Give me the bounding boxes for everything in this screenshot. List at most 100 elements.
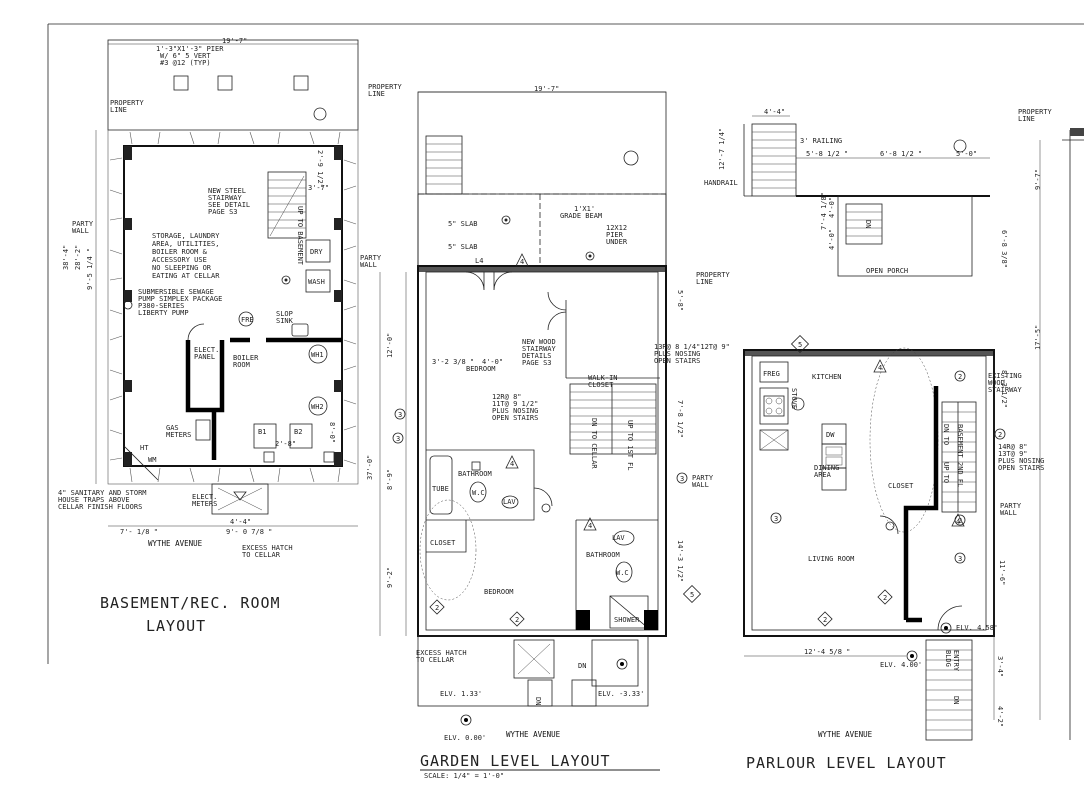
handrail-label: HANDRAIL — [704, 179, 738, 187]
wh1-label: WH1 — [311, 351, 324, 359]
basement-rear-yard — [107, 39, 359, 131]
open-porch-area — [837, 195, 973, 277]
pier — [217, 75, 233, 91]
stair-label-up: UP TO — [942, 462, 950, 483]
vent — [323, 451, 335, 463]
garden-dim: 9'-2" — [386, 567, 394, 588]
freg-label: FREG — [763, 370, 780, 378]
garden-title: GARDEN LEVEL LAYOUT — [420, 752, 611, 770]
washer — [305, 269, 331, 293]
dim-side2: 8'-0" — [328, 422, 336, 443]
pump-note-line: LIBERTY PUMP — [138, 309, 189, 317]
tag-4: 4 — [515, 253, 529, 267]
parlour-property-line-top: LINE — [1018, 115, 1035, 123]
pump-note-line: SUBMERSIBLE SEWAGE — [138, 288, 214, 296]
elect-panel-wall — [185, 340, 225, 413]
svg-text:2: 2 — [998, 431, 1002, 439]
tag-2: 2 — [877, 589, 893, 605]
elv-400: ELV. 4.00' — [880, 661, 922, 669]
tub-label: TUBE — [432, 485, 449, 493]
garden-stair-note: PAGE S3 — [522, 359, 552, 367]
hatch-note-line: TO CELLAR — [242, 551, 281, 559]
railing-label: 3' RAILING — [800, 137, 842, 145]
lav-label: LAV — [503, 498, 516, 506]
stair-note-line: SEE DETAIL — [208, 201, 250, 209]
stove-label: STOVE — [790, 388, 798, 409]
rear-wall — [418, 266, 666, 272]
wc-label: W.C — [472, 489, 485, 497]
vent — [263, 451, 275, 463]
tag-2: 2 — [817, 611, 833, 627]
boiler-room-label: ROOM — [233, 361, 250, 369]
walk-in-closet-label: WALK-IN — [588, 374, 618, 382]
sanitary-note-line: 4" SANITARY AND STORM — [58, 489, 147, 497]
sanitary-note-line: HOUSE TRAPS ABOVE — [58, 496, 130, 504]
pilaster — [334, 290, 342, 302]
dim-right-bottom: 9'- 0 7/8 " — [226, 528, 272, 536]
handrail-line — [743, 124, 752, 197]
toilet — [615, 561, 633, 583]
bath-door — [533, 487, 553, 507]
tag-3: 3 — [770, 512, 782, 524]
stair-label: UP TO BASEMENT — [296, 206, 304, 266]
parlour-closet-label: CLOSET — [888, 482, 914, 490]
garden-street: WYTHE AVENUE — [506, 730, 561, 739]
dn-cellar-label: DN TO CELLAR — [590, 418, 598, 469]
garden-party-wall: PARTY — [692, 474, 714, 482]
party-wall-left: PARTY — [72, 220, 94, 228]
garden-yard-stair — [425, 135, 463, 195]
parlour-property-line: LINE — [696, 278, 713, 286]
garden-yard — [417, 91, 667, 269]
svg-text:2: 2 — [883, 594, 887, 602]
svg-text:5: 5 — [690, 591, 694, 599]
property-line-label: PROPERTY — [110, 99, 145, 107]
storage-note-line: STORAGE, LAUNDRY — [152, 232, 220, 240]
dim-left-bottom: 7'- 1/8 " — [120, 528, 158, 536]
parlour-street: WYTHE AVENUE — [818, 730, 873, 739]
water-heater-2 — [308, 396, 328, 416]
parlour-dim-side: 3'-4" — [996, 656, 1004, 677]
parlour-rear-wall — [744, 350, 994, 356]
pilaster — [124, 380, 132, 392]
parlour-dim-top: 5'-8 1/2 " — [806, 150, 848, 158]
porch-stair — [845, 203, 883, 245]
svg-text:4: 4 — [510, 460, 514, 468]
section-marker — [953, 139, 967, 153]
svg-text:4: 4 — [956, 518, 960, 526]
pipe — [123, 445, 159, 481]
svg-text:4: 4 — [520, 258, 524, 266]
tag-2: 2 — [994, 428, 1006, 440]
garden-dim: 37'-0" — [366, 455, 374, 480]
toilet — [469, 481, 487, 503]
washer-label: WASH — [308, 278, 325, 286]
svg-text:4: 4 — [588, 522, 592, 530]
front-wall — [903, 552, 922, 623]
parlour-building — [743, 349, 995, 637]
basement-top-dim: 19'-7" — [222, 37, 247, 45]
closet-door — [879, 515, 899, 535]
svg-text:2: 2 — [515, 616, 519, 624]
closet-walls — [426, 520, 467, 553]
lavatory — [501, 495, 519, 509]
tag-4: 4 — [505, 455, 519, 469]
slop-sink-label: SLOP — [276, 310, 293, 318]
boiler-room-label: BOILER — [233, 354, 259, 362]
stoop-dn: DN — [952, 696, 960, 704]
pier — [173, 75, 189, 91]
stone-pattern — [109, 131, 357, 483]
pump-note-line: PUMP SIMPLEX PACKAGE — [138, 295, 222, 303]
parlour-dim-side: 12'-7 1/4" — [718, 128, 726, 170]
basement-street: WYTHE AVENUE — [148, 539, 203, 548]
garden-property-line: PROPERTY — [368, 83, 403, 91]
tag-4: 4 — [951, 513, 965, 527]
stair-note-line: NEW STEEL — [208, 187, 246, 195]
grade-beam-label: GRADE BEAM — [560, 212, 602, 220]
cabinet — [759, 429, 789, 451]
sanitary-note-line: CELLAR FINISH FLOORS — [58, 503, 142, 511]
bedroom-top-label: BEDROOM — [466, 365, 496, 373]
pilaster — [334, 380, 342, 392]
dim-side: 9'-5 1/4 " — [86, 248, 94, 290]
open-porch-label: OPEN PORCH — [866, 267, 908, 275]
shower-label: SHOWER — [614, 616, 640, 624]
